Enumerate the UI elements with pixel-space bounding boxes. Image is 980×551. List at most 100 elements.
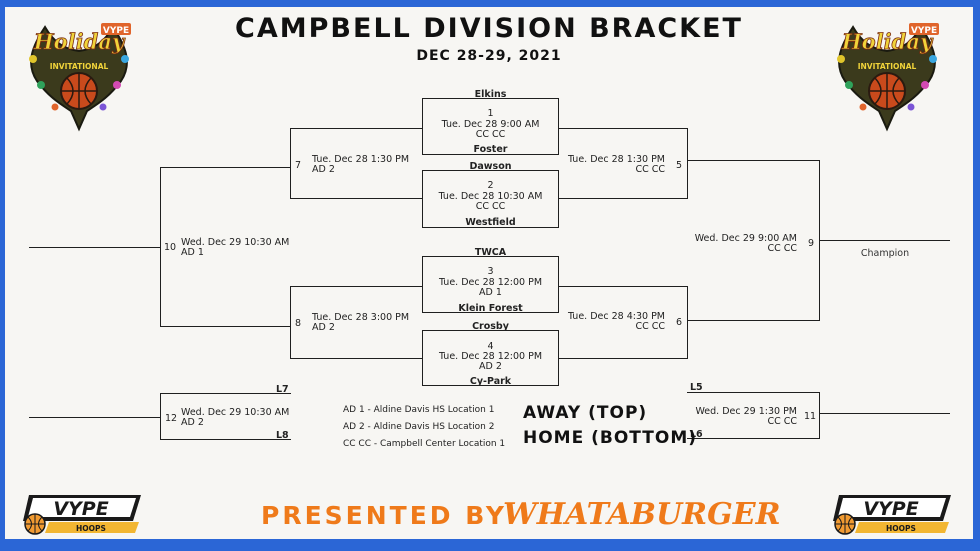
game3-right-line <box>558 256 559 313</box>
svg-text:VYPE: VYPE <box>863 498 918 520</box>
game2-left-line <box>422 170 423 228</box>
game7-left-line <box>290 128 291 199</box>
game2-right-line <box>558 170 559 228</box>
game5-right-line <box>687 128 688 199</box>
game1-left-line <box>422 98 423 155</box>
game4-home-team: Cy-Park <box>469 376 512 387</box>
game8-number: 8 <box>295 318 302 329</box>
champion-label: Champion <box>860 248 910 259</box>
game9-bottom-line <box>687 320 820 321</box>
game7-top-line <box>290 128 423 129</box>
game11-time: Wed. Dec 29 1:30 PM <box>695 406 797 417</box>
game10-location: AD 1 <box>181 247 204 258</box>
game1-number: 1 <box>487 108 494 119</box>
game11-number: 11 <box>804 411 817 422</box>
game4-away-team: Crosby <box>472 321 509 332</box>
game6-time: Tue. Dec 28 4:30 PM <box>567 311 665 322</box>
game3-left-line <box>422 256 423 313</box>
game11-exit-line <box>819 413 950 414</box>
svg-text:INVITATIONAL: INVITATIONAL <box>858 62 917 71</box>
game12-left-line <box>160 393 161 440</box>
game11-top-line <box>687 392 820 393</box>
game11-top-seed: L5 <box>690 382 703 393</box>
game10-time: Wed. Dec 29 10:30 AM <box>181 237 290 248</box>
game2-number: 2 <box>487 180 494 191</box>
game11-bottom-line <box>687 438 820 439</box>
legend-item: AD 2 - Aldine Davis HS Location 2 <box>343 422 495 432</box>
game8-top-line <box>290 286 423 287</box>
game1-away-team: Elkins <box>474 89 507 100</box>
game2-top-line <box>422 170 559 171</box>
game8-bottom-line <box>290 358 423 359</box>
bracket-canvas: CAMPBELL DIVISION BRACKET DEC 28-29, 202… <box>5 7 973 539</box>
game12-top-seed: L7 <box>276 384 289 395</box>
game4-top-line <box>422 330 559 331</box>
svg-text:HOOPS: HOOPS <box>886 524 916 533</box>
game9-top-line <box>687 160 820 161</box>
game6-number: 6 <box>676 317 683 328</box>
game1-location: CC CC <box>475 129 506 140</box>
game3-location: AD 1 <box>479 287 502 298</box>
game4-bottom-line <box>422 385 559 386</box>
legend-item: CC CC - Campbell Center Location 1 <box>343 439 506 449</box>
page-title: CAMPBELL DIVISION BRACKET <box>235 13 743 44</box>
game2-time: Tue. Dec 28 10:30 AM <box>438 191 543 202</box>
game3-top-line <box>422 256 559 257</box>
svg-text:INVITATIONAL: INVITATIONAL <box>50 62 109 71</box>
holiday-invitational-logo-right: VYPE Holiday INVITATIONAL <box>823 15 951 133</box>
game5-top-line <box>558 128 688 129</box>
game3-bottom-line <box>422 312 559 313</box>
game8-location: AD 2 <box>312 322 335 333</box>
game8-time: Tue. Dec 28 3:00 PM <box>312 312 410 323</box>
game12-exit-line <box>29 417 161 418</box>
svg-text:Holiday: Holiday <box>841 29 934 54</box>
game2-away-team: Dawson <box>469 161 512 172</box>
game4-number: 4 <box>487 341 494 352</box>
game11-location: CC CC <box>767 416 797 427</box>
game2-location: CC CC <box>475 201 506 212</box>
svg-text:HOOPS: HOOPS <box>76 524 106 533</box>
game2-home-team: Westfield <box>465 217 516 228</box>
game9-location: CC CC <box>767 243 797 254</box>
game5-time: Tue. Dec 28 1:30 PM <box>567 154 665 165</box>
legend-item: AD 1 - Aldine Davis HS Location 1 <box>343 405 495 415</box>
game9-time: Wed. Dec 29 9:00 AM <box>694 233 797 244</box>
game3-number: 3 <box>487 266 494 277</box>
game8-left-line <box>290 286 291 359</box>
game12-bottom-seed: L8 <box>276 430 289 441</box>
whataburger-logo: WHATABURGER <box>503 497 781 532</box>
game12-number: 12 <box>165 413 178 424</box>
game1-time: Tue. Dec 28 9:00 AM <box>441 119 540 130</box>
game10-top-line <box>160 167 291 168</box>
vype-hoops-logo-right: VYPE HOOPS <box>829 491 959 535</box>
presented-by-text: PRESENTED BY <box>261 501 508 530</box>
vype-hoops-logo-left: VYPE HOOPS <box>19 491 149 535</box>
game4-location: AD 2 <box>479 361 502 372</box>
game7-number: 7 <box>295 160 302 171</box>
svg-text:VYPE: VYPE <box>911 26 937 36</box>
game2-bottom-line <box>422 227 559 228</box>
game6-right-line <box>687 286 688 359</box>
game5-location: CC CC <box>635 164 665 175</box>
game12-time: Wed. Dec 29 10:30 AM <box>181 407 290 418</box>
game1-bottom-line <box>422 154 559 155</box>
game6-top-line <box>558 286 688 287</box>
game10-bottom-line <box>160 326 291 327</box>
game1-top-line <box>422 98 559 99</box>
game12-top-line <box>160 393 291 394</box>
game11-bottom-seed: L6 <box>690 429 703 440</box>
game7-time: Tue. Dec 28 1:30 PM <box>312 154 410 165</box>
game5-bottom-line <box>558 198 688 199</box>
game1-home-team: Foster <box>473 144 508 155</box>
svg-text:Holiday: Holiday <box>33 29 126 54</box>
game6-location: CC CC <box>635 321 665 332</box>
game10-exit-line <box>29 247 161 248</box>
holiday-invitational-logo-left: VYPE Holiday INVITATIONAL <box>15 15 143 133</box>
game7-location: AD 2 <box>312 164 335 175</box>
champion-line <box>819 240 950 241</box>
game12-bottom-line <box>160 439 291 440</box>
svg-text:VYPE: VYPE <box>103 26 129 36</box>
game11-right-line <box>819 392 820 439</box>
game4-time: Tue. Dec 28 12:00 PM <box>438 351 543 362</box>
game10-number: 10 <box>164 242 177 253</box>
